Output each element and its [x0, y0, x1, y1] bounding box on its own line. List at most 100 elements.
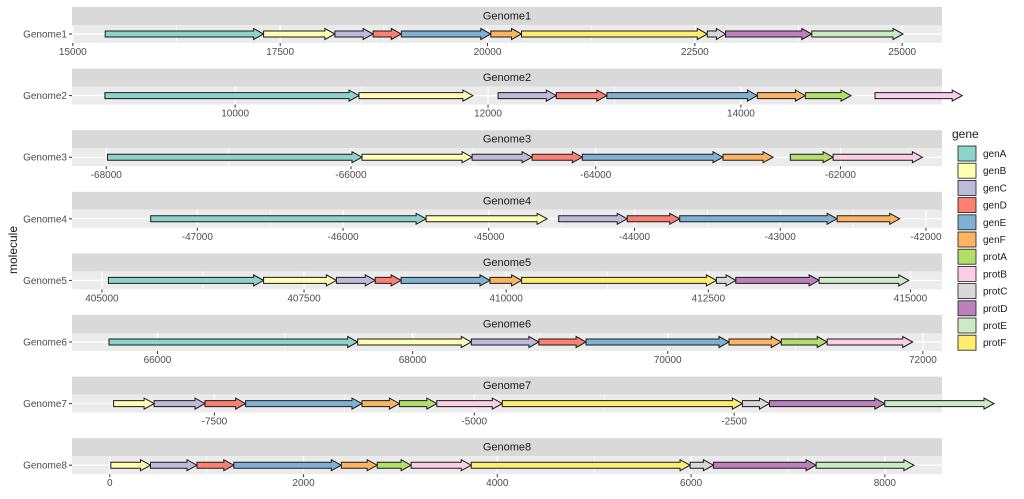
legend-key [957, 214, 977, 231]
x-tick-label: -5000 [461, 417, 487, 428]
gene-arrow-gena [104, 89, 361, 102]
gene-arrow-gend [204, 397, 247, 410]
x-tick-label: 6000 [680, 478, 703, 489]
y-tick-label: Genome6 [23, 338, 67, 349]
x-tick-label: -64000 [580, 170, 612, 181]
x-tick-label: 10000 [221, 109, 249, 120]
legend-item-gene: genE [957, 214, 1007, 231]
legend-label: genB [983, 166, 1007, 177]
x-tick-label: 410000 [490, 293, 524, 304]
gene-arrow-gena [150, 212, 428, 226]
x-tick-label: 68000 [399, 355, 427, 366]
legend: gene genAgenBgenCgenDgenEgenFprotAprotBp… [952, 127, 1007, 351]
x-tick-label: 8000 [874, 478, 897, 489]
legend-label: protD [983, 304, 1007, 315]
panel-strip [72, 438, 942, 457]
gene-arrow-gend [196, 458, 235, 472]
gene-arrow-protd [735, 274, 821, 287]
gene-arrow-genb [263, 274, 338, 287]
gene-arrow-gena [104, 27, 265, 41]
panel-strip-label: Genome7 [483, 380, 531, 392]
gene-arrow-gene [606, 89, 759, 102]
gene-arrow-prota [789, 150, 835, 164]
gene-arrow-prote [811, 27, 905, 41]
gene-arrow-genb [113, 397, 156, 410]
x-tick-label: 2000 [292, 478, 315, 489]
legend-title: gene [952, 127, 979, 141]
legend-key [957, 265, 977, 282]
gene-arrow-genc [470, 335, 540, 349]
legend-item-prota: protA [957, 248, 1007, 265]
legend-label: genE [983, 218, 1007, 229]
y-tick-label: Genome2 [23, 91, 67, 102]
legend-key [957, 179, 977, 196]
x-tick-label: 25000 [888, 47, 916, 58]
gene-arrow-gene [400, 27, 492, 41]
gene-arrow-prota [376, 458, 413, 472]
panel-strip [72, 253, 942, 272]
gene-arrow-genc [497, 89, 558, 102]
x-tick-label: 412500 [692, 293, 726, 304]
panel-strip [72, 191, 942, 210]
gene-arrow-gena [107, 274, 265, 287]
x-tick-label: -66000 [335, 170, 367, 181]
gene-arrow-genf [361, 397, 401, 410]
gene-arrow-gend [372, 27, 403, 41]
gene-arrow-protb [436, 397, 504, 410]
x-tick-label: 14000 [727, 109, 755, 120]
x-tick-label: 415000 [894, 293, 928, 304]
gene-arrow-gene [400, 274, 492, 287]
gene-arrow-protb [874, 89, 964, 102]
panel-strip-label: Genome8 [483, 442, 531, 454]
panel-genome4: Genome4-47000-46000-45000-44000-43000-42… [23, 191, 942, 243]
x-tick-label: 405000 [85, 293, 119, 304]
gene-arrow-protc [689, 458, 715, 472]
gene-arrow-gend [626, 212, 681, 226]
legend-key [957, 231, 977, 248]
gene-arrow-gend [555, 89, 608, 102]
gene-arrow-prota [780, 335, 829, 349]
gene-arrow-genf [340, 458, 379, 472]
gene-arrow-genf [490, 27, 523, 41]
legend-label: protC [983, 287, 1007, 298]
panel-strip [72, 68, 942, 87]
legend-key [957, 248, 977, 265]
legend-item-prote: protE [957, 317, 1007, 334]
gene-arrow-protc [741, 397, 771, 410]
gene-arrow-prota [804, 89, 853, 102]
gene-arrow-genb [361, 150, 474, 164]
gene-arrow-gend [374, 274, 403, 287]
gene-arrow-protf [470, 458, 692, 472]
gene-arrow-prote [815, 458, 915, 472]
gene-arrow-genb [263, 27, 336, 41]
x-tick-label: 66000 [144, 355, 172, 366]
gene-arrow-genb [358, 89, 474, 102]
panel-strip-label: Genome5 [483, 257, 531, 269]
gene-arrow-genc [334, 27, 375, 41]
gene-arrow-gene [245, 397, 364, 410]
panel-strip [72, 376, 942, 395]
panel-strip [72, 7, 942, 25]
x-tick-label: -46000 [327, 232, 359, 243]
gene-arrow-gend [538, 335, 588, 349]
gene-arrow-genf [836, 212, 901, 226]
panel-strip-label: Genome4 [483, 195, 531, 207]
gene-arrow-genf [728, 335, 783, 349]
legend-item-genb: genB [957, 162, 1007, 179]
legend-label: protB [983, 269, 1007, 280]
x-tick-label: 15000 [59, 47, 87, 58]
panel-strip [72, 130, 942, 149]
x-tick-label: 17500 [266, 47, 294, 58]
legend-key [957, 162, 977, 179]
x-tick-label: -62000 [825, 170, 857, 181]
gene-arrow-genb [425, 212, 549, 226]
x-tick-label: 70000 [654, 355, 682, 366]
gene-arrow-prote [884, 397, 996, 410]
y-tick-label: Genome4 [23, 214, 67, 225]
panel-strip-label: Genome6 [483, 319, 531, 331]
x-tick-label: -42000 [910, 232, 942, 243]
